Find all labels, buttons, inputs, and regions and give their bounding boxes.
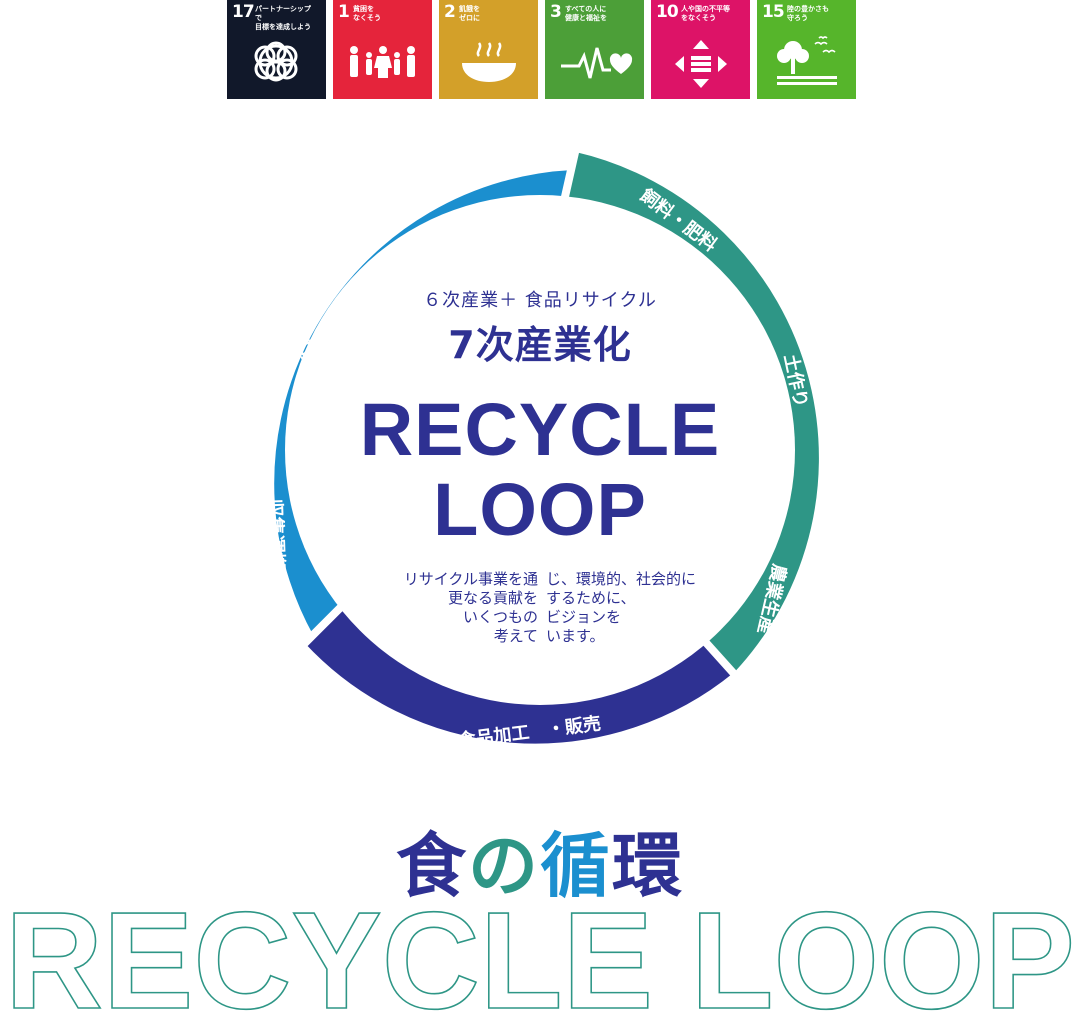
sdg-tile-3: 3 すべての人に 健康と福祉を [545,0,644,99]
heartbeat-icon [561,47,633,79]
tagline-char: 循 [540,825,612,907]
desc-left-line: 更なる貢献を [447,589,538,607]
sdg-tile-2: 2 飢餓を ゼロに [439,0,538,99]
tagline-char: 食 [396,825,468,907]
family-icon [350,46,415,78]
desc-left-line: リサイクル事業を通 [403,570,538,588]
sdg-tile-15: 15 陸の豊かさも 守ろう [757,0,856,99]
sdg-text: パートナーシップで 目標を達成しよう [255,5,311,31]
sdg-number: 10 [656,2,679,22]
sdg-tile-1: 1 貧困を なくそう [333,0,432,99]
title-line-2: LOOP [433,468,647,551]
tree-birds-icon [777,36,837,85]
equality-arrows-icon [675,40,727,88]
outline-text: RECYCLE LOOP [5,892,1075,1020]
desc-left-line: いくつもの [462,608,538,626]
center-main-heading: 7次産業化 [448,323,632,367]
recycle-loop-ring: 再資源化 中間処理 収集運搬 飼料・肥料 土作り 農業生産 食品加工 ・販売 [264,148,823,748]
sdg-tile-17: 17 パートナーシップで 目標を達成しよう [227,0,326,99]
title-line-1: RECYCLE [359,388,721,471]
description-right: じ、環境的、社会的に するために、 ビジョンを います。 [546,570,696,646]
sdg-number: 2 [444,2,456,22]
sdg-number: 15 [762,2,785,22]
sdg-text: 貧困を なくそう [353,5,381,22]
sdg-text: 人や国の不平等 をなくそう [681,5,730,22]
tagline-food-cycle: 食の循環 [0,810,1080,911]
sdg-number: 17 [232,2,255,22]
sdg-number: 3 [550,2,562,22]
steaming-bowl-icon [462,42,516,82]
desc-right-line: ビジョンを [546,608,622,626]
tagline-char: 環 [612,825,684,907]
tagline-char: の [468,825,540,907]
sdg-text: 陸の豊かさも 守ろう [787,5,829,22]
sdg-text: 飢餓を ゼロに [459,5,480,22]
recycle-loop-title: RECYCLE LOOP [330,390,750,550]
sdg-tile-10: 10 人や国の不平等 をなくそう [651,0,750,99]
desc-right-line: するために、 [546,589,636,607]
desc-right-line: います。 [546,627,605,645]
segment-label-collection: 収集運搬 [264,498,288,571]
center-subtitle: ６次産業＋ 食品リサイクル [423,290,657,311]
sdg-number: 1 [338,2,350,22]
desc-right-line: じ、環境的、社会的に [546,570,697,588]
sdg-text: すべての人に 健康と福祉を [565,5,607,22]
desc-left-line: 考えて [493,627,538,645]
description-left: リサイクル事業を通 更なる貢献を いくつもの 考えて [404,570,538,646]
partnership-flower-icon [254,41,298,82]
outline-recycle-loop: RECYCLE LOOP [4,892,1076,1020]
sdg-icon-row: 17 パートナーシップで 目標を達成しよう 1 貧困を なくそう 2 飢餓を [227,0,857,100]
